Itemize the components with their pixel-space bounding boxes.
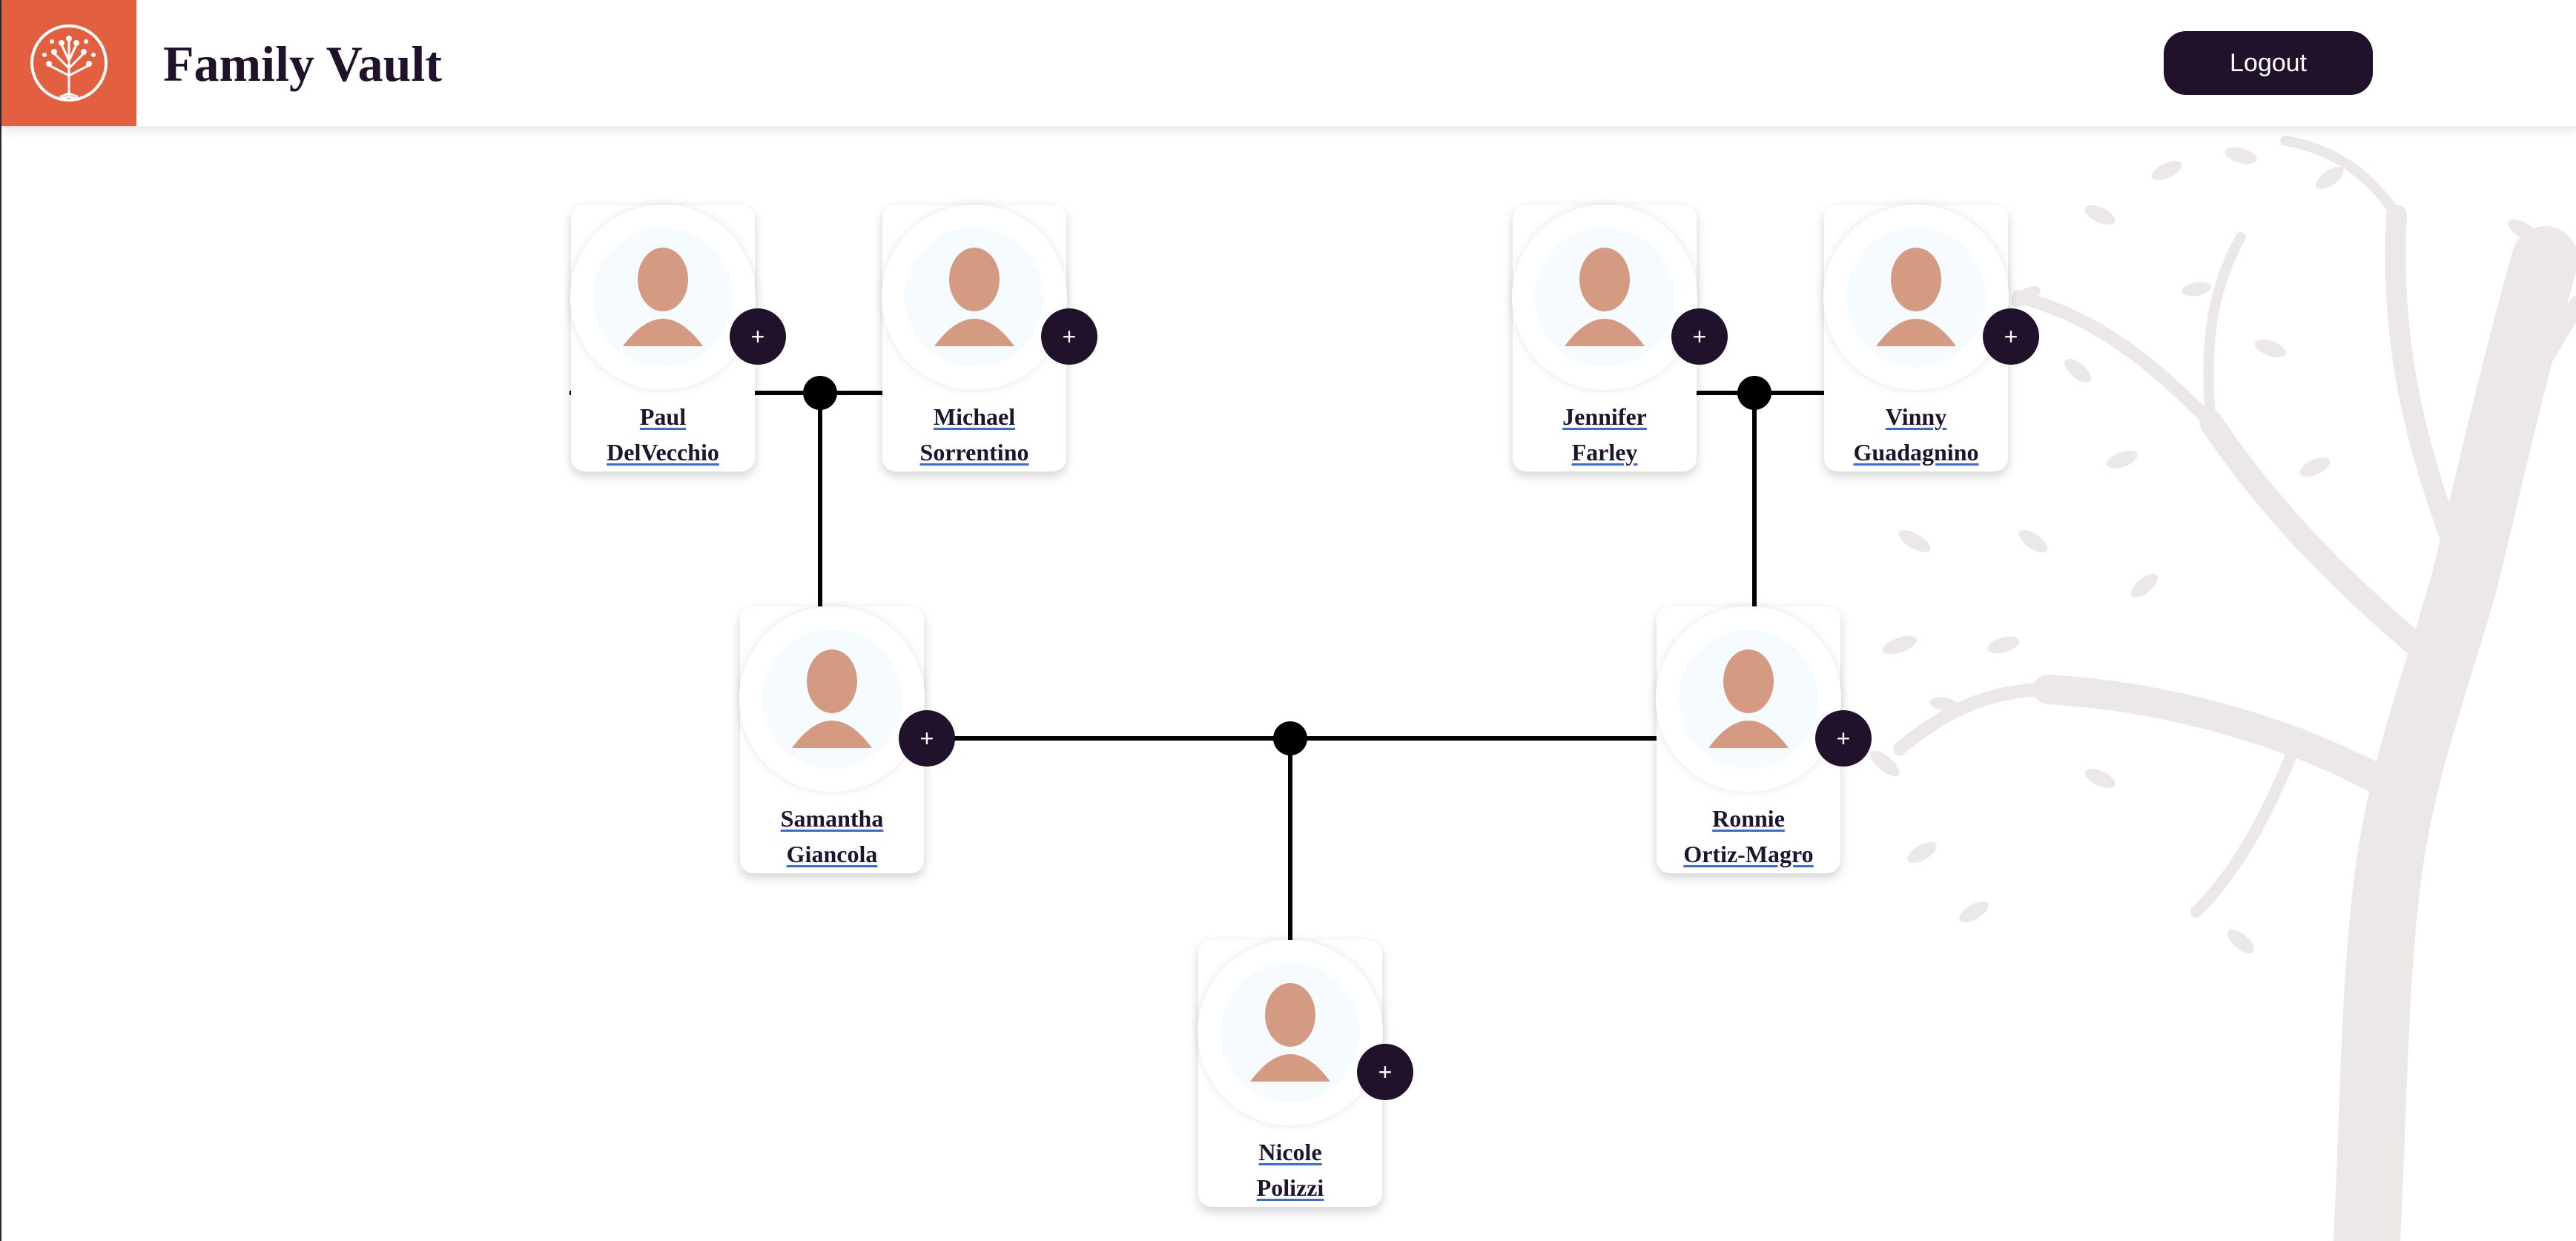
person-name-link[interactable]: Ronnie Ortiz-Magro (1657, 801, 1840, 872)
person-card-nicole: + Nicole Polizzi (1198, 940, 1413, 1207)
add-relative-button[interactable]: + (1671, 308, 1728, 365)
last-name: Ortiz-Magro (1683, 841, 1814, 867)
app-title: Family Vault (163, 36, 442, 92)
first-name: Paul (639, 403, 687, 430)
person-name-link[interactable]: Vinny Guadagnino (1824, 399, 2008, 470)
person-name-link[interactable]: Samantha Giancola (740, 801, 924, 872)
last-name: Guadagnino (1853, 439, 1979, 466)
last-name: Polizzi (1256, 1174, 1324, 1201)
add-relative-button[interactable]: + (1041, 308, 1097, 365)
last-name: Sorrentino (919, 439, 1029, 466)
add-relative-button[interactable]: + (1815, 710, 1872, 767)
first-name: Michael (933, 403, 1016, 430)
person-avatar-icon (882, 205, 1067, 390)
tree-logo-icon (30, 24, 108, 102)
person-avatar-icon (1656, 606, 1841, 792)
person-name-link[interactable]: Jennifer Farley (1513, 399, 1697, 470)
person-name-link[interactable]: Paul DelVecchio (571, 399, 755, 470)
last-name: Farley (1571, 439, 1638, 466)
add-relative-button[interactable]: + (1983, 308, 2039, 365)
person-name-link[interactable]: Michael Sorrentino (882, 399, 1066, 470)
person-card-ronnie: + Ronnie Ortiz-Magro (1656, 606, 1872, 873)
person-name-link[interactable]: Nicole Polizzi (1198, 1134, 1382, 1205)
person-card-jennifer: + Jennifer Farley (1512, 205, 1728, 471)
person-avatar-icon (570, 205, 756, 390)
logo-tile (1, 0, 136, 126)
person-card-vinny: + Vinny Guadagnino (1823, 205, 2039, 471)
person-avatar-icon (1512, 205, 1697, 390)
first-name: Ronnie (1712, 805, 1785, 832)
union-node-samantha-ronnie (1273, 721, 1307, 755)
logout-button[interactable]: Logout (2164, 31, 2373, 95)
person-card-paul: + Paul DelVecchio (570, 205, 786, 471)
person-card-michael: + Michael Sorrentino (882, 205, 1097, 471)
person-avatar-icon (1823, 205, 2009, 390)
first-name: Samantha (780, 805, 884, 832)
union-node-jennifer-vinny (1737, 376, 1771, 410)
last-name: DelVecchio (607, 439, 719, 466)
add-relative-button[interactable]: + (730, 308, 786, 365)
person-avatar-icon (1198, 940, 1383, 1125)
add-relative-button[interactable]: + (899, 710, 955, 767)
person-avatar-icon (739, 606, 925, 792)
first-name: Nicole (1258, 1139, 1322, 1165)
union-node-paul-michael (803, 376, 837, 410)
person-card-samantha: + Samantha Giancola (739, 606, 955, 873)
add-relative-button[interactable]: + (1357, 1044, 1413, 1100)
first-name: Jennifer (1562, 403, 1647, 430)
app-header: Family Vault Logout (1, 0, 2576, 126)
last-name: Giancola (786, 841, 878, 867)
first-name: Vinny (1885, 403, 1947, 430)
